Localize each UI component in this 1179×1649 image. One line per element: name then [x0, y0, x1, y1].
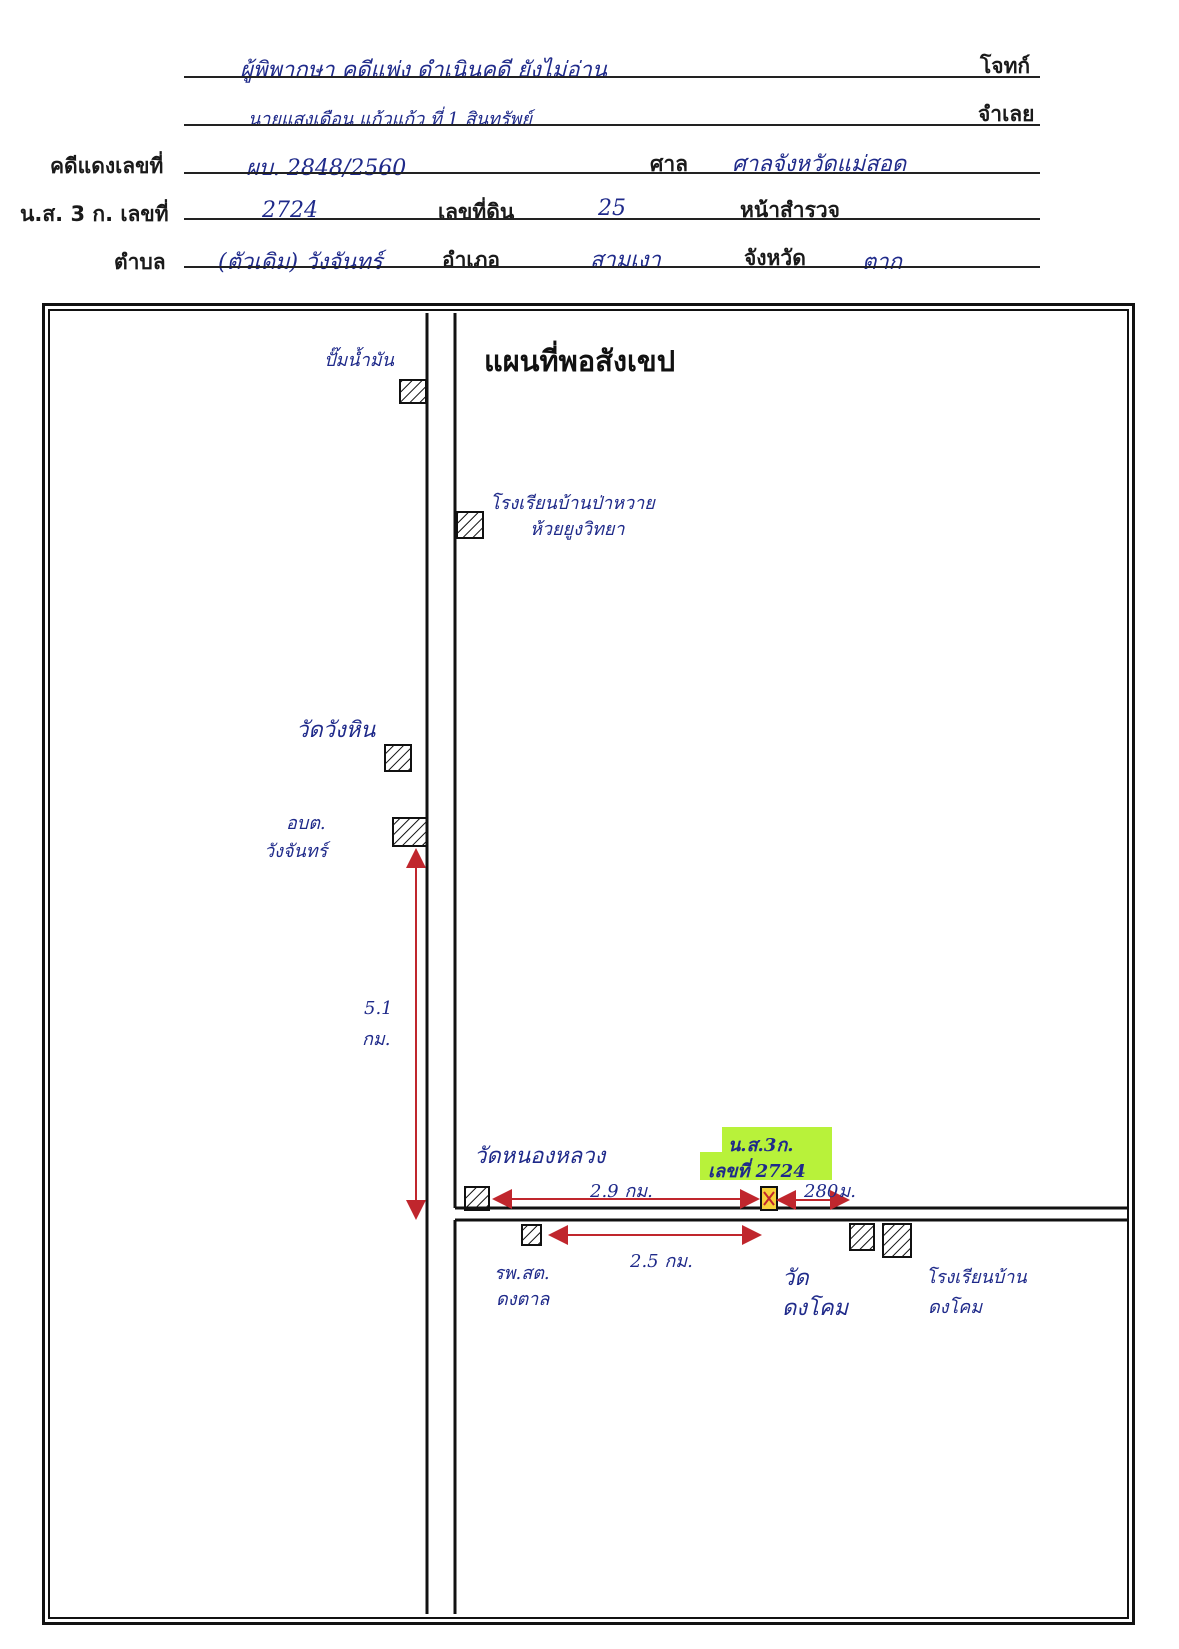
target-highlight-1 — [722, 1127, 832, 1154]
plaintiff-value: ผู้พิพากษา คดีแพ่ง ดำเนินคดี ยังไม่อ่าน — [240, 58, 607, 83]
map-title: แผนที่พอสังเขป — [484, 344, 676, 378]
gas-station-marker — [399, 379, 427, 404]
map-frame-inner — [48, 309, 1129, 1619]
sao-label-line1: อบต. — [286, 813, 326, 834]
right-distance-label: 280ม. — [804, 1181, 856, 1202]
vertical-distance-unit: กม. — [362, 1029, 391, 1050]
deed-label: น.ส. 3 ก. เลขที่ — [20, 202, 169, 226]
red-case-label: คดีแดงเลขที่ — [50, 154, 164, 178]
school-label: โรงเรียนบ้านป่าหวาย — [490, 493, 655, 514]
temple-2-label: วัดหนองหลวง — [474, 1144, 606, 1169]
target-highlight-2 — [700, 1152, 832, 1180]
temple-3-label-line1: วัด — [782, 1266, 809, 1291]
sao-marker — [392, 817, 428, 847]
plaintiff-rule — [184, 76, 1040, 78]
target-parcel-cross-b — [763, 1191, 775, 1206]
temple-3-marker — [849, 1223, 875, 1251]
sao-label-line2: วังจันทร์ — [264, 841, 328, 862]
subdistrict-label: ตำบล — [114, 250, 166, 274]
school-3-marker — [882, 1223, 912, 1258]
school-3-label-line2: ดงโคม — [928, 1297, 983, 1318]
temple-1-marker — [384, 744, 412, 772]
province-value: ตาก — [862, 250, 902, 275]
school-3-label-line1: โรงเรียนบ้าน — [926, 1267, 1027, 1288]
lower-distance-label: 2.5 กม. — [630, 1251, 693, 1272]
main-distance-label: 2.9 กม. — [590, 1181, 653, 1202]
subdistrict-value: (ตัวเดิม) วังจันทร์ — [218, 250, 383, 275]
land-no-value: 25 — [598, 196, 626, 221]
deed-rule — [184, 218, 1040, 220]
temple-3-label-line2: ดงโคม — [782, 1296, 849, 1321]
target-label-line2: เลขที่ 2724 — [708, 1161, 806, 1182]
clinic-label-line2: ดงตาล — [496, 1289, 550, 1310]
defendant-label: จำเลย — [978, 102, 1035, 126]
defendant-rule — [184, 124, 1040, 126]
district-label: อำเภอ — [442, 248, 501, 272]
temple-2-marker — [464, 1186, 490, 1211]
subdistrict-rule — [184, 266, 1040, 268]
school-label-2: ห้วยยูงวิทยา — [530, 519, 625, 540]
red-case-value: ผบ. 2848/2560 — [246, 156, 407, 181]
map-frame-outer — [42, 303, 1135, 1625]
clinic-marker — [521, 1224, 542, 1246]
school-marker — [456, 511, 484, 539]
plaintiff-label: โจทก์ — [980, 54, 1031, 78]
vertical-distance-value: 5.1 — [364, 998, 393, 1019]
red-case-rule — [184, 172, 1040, 174]
target-label-line1: น.ส.3ก. — [728, 1135, 794, 1156]
gas-station-label: ปั๊มน้ำมัน — [324, 350, 394, 371]
district-value: สามเงา — [590, 248, 661, 273]
clinic-label-line1: รพ.สต. — [494, 1263, 550, 1284]
land-no-label: เลขที่ดิน — [438, 200, 515, 224]
temple-1-label: วัดวังหิน — [296, 718, 376, 743]
